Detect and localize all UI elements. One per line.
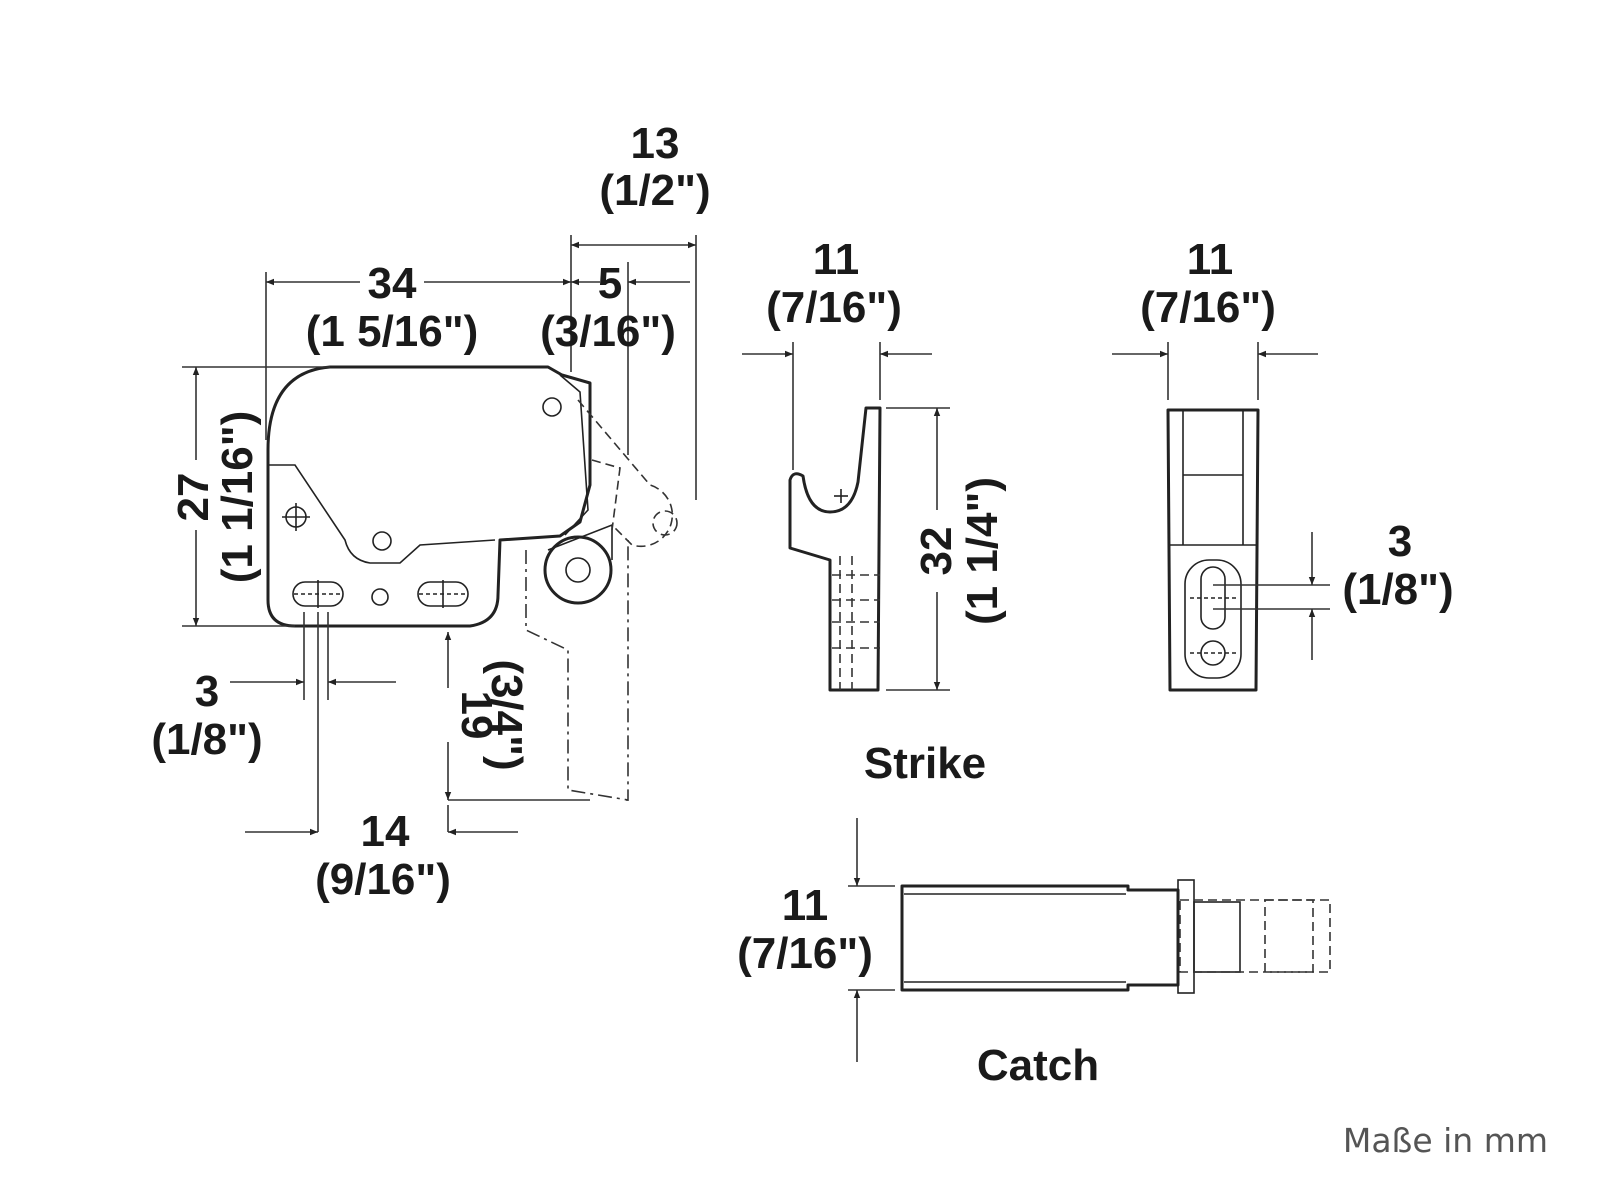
catch-label: Catch xyxy=(977,1041,1099,1090)
dim-34-inch: (1 5/16") xyxy=(306,307,479,356)
strike-side-dim-3-inch: (1/8") xyxy=(1342,565,1453,614)
strike-dim-32-inch: (1 1/4") xyxy=(958,477,1007,625)
dim-19-mm: 19 xyxy=(452,691,501,740)
dim-14-inch: (9/16") xyxy=(315,855,451,904)
strike-dim-11-mm: 11 xyxy=(813,235,860,284)
strike-side-dim-3-mm: 3 xyxy=(1388,517,1412,566)
dim-13-inch: (1/2") xyxy=(599,166,710,215)
body-dimensions: 13 (1/2") 34 (1 5/16") 5 (3/16") 27 (1 1… xyxy=(151,119,710,904)
dim-13-mm: 13 xyxy=(631,119,680,168)
dim-slot-3-mm: 3 xyxy=(195,667,219,716)
strike-side-dim-11-inch: (7/16") xyxy=(1140,283,1276,332)
dim-5-inch: (3/16") xyxy=(540,307,676,356)
strike-dim-11-inch: (7/16") xyxy=(766,283,902,332)
strike-front-view: 11 (7/16") 32 (1 1/4") Strike xyxy=(742,235,1007,788)
dim-14-mm: 14 xyxy=(361,807,410,856)
strike-dim-32-mm: 32 xyxy=(912,527,961,576)
catch-view: 11 (7/16") Catch xyxy=(737,818,1331,1090)
dim-34-mm: 34 xyxy=(368,259,417,308)
dim-5-mm: 5 xyxy=(598,259,622,308)
catch-dim-11-inch: (7/16") xyxy=(737,929,873,978)
strike-side-view: 11 (7/16") 3 (1/8") xyxy=(1112,235,1454,692)
latch-body-view xyxy=(266,365,678,801)
dim-27-mm: 27 xyxy=(169,473,218,522)
strike-label: Strike xyxy=(864,739,986,788)
catch-dim-11-mm: 11 xyxy=(782,881,829,930)
dim-27-inch: (1 1/16") xyxy=(213,411,262,584)
dim-slot-3-inch: (1/8") xyxy=(151,715,262,764)
strike-side-dim-11-mm: 11 xyxy=(1187,235,1234,284)
units-note: Maße in mm xyxy=(1343,1121,1548,1160)
dim-19-inch: (3/4") xyxy=(482,659,531,770)
